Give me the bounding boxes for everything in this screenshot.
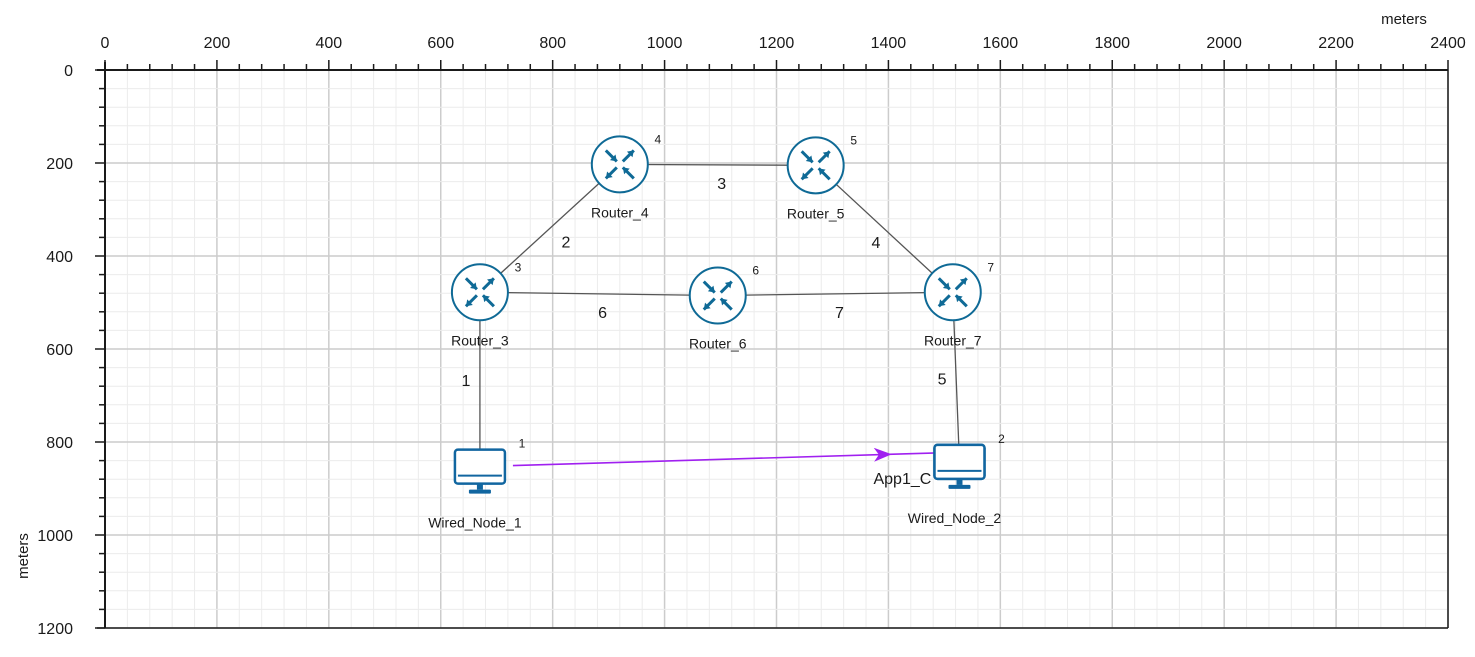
y-tick-label: 200 (46, 156, 73, 173)
computer-icon (933, 443, 986, 481)
node-id: 7 (987, 260, 994, 274)
app-flow-label: App1_C (873, 471, 931, 488)
x-tick-label: 1400 (871, 35, 907, 52)
y-axis-unit: meters (15, 533, 32, 579)
router-6[interactable]: Router_6 6 (688, 264, 759, 352)
router-arrowhead (609, 154, 617, 162)
wired-node-2-overlay (933, 443, 986, 481)
router-arrowhead (605, 171, 613, 179)
node-label: Router_6 (689, 336, 747, 352)
link-label: 7 (835, 305, 844, 322)
link-7[interactable] (717, 291, 953, 297)
node-label: Wired_Node_2 (908, 510, 1002, 526)
monitor-stand (476, 483, 483, 490)
x-tick-label: 1200 (759, 35, 795, 52)
node-id: 1 (519, 437, 526, 451)
router-arrowhead (703, 302, 711, 310)
monitor-foot (468, 489, 491, 494)
node-id: 3 (515, 260, 522, 274)
router-arrowhead (818, 168, 826, 176)
router-icon (923, 263, 982, 322)
router-5[interactable]: Router_5 5 (786, 133, 857, 221)
node-id: 5 (850, 133, 857, 147)
x-axis-unit: meters (1381, 11, 1427, 28)
router-arrowhead (465, 299, 473, 307)
router-icon (590, 135, 649, 194)
router-arrowhead (959, 278, 967, 286)
app-flow-line[interactable] (512, 452, 937, 467)
link-label: 3 (717, 176, 726, 193)
link-label: 6 (598, 305, 607, 322)
node-label: Router_5 (787, 205, 845, 221)
router-arrowhead (805, 155, 813, 163)
y-tick-label: 0 (64, 63, 73, 80)
x-tick-label: 0 (101, 35, 110, 52)
router-icon (450, 263, 509, 322)
router-arrowhead (801, 172, 809, 180)
router-3[interactable]: Router_3 3 (450, 260, 522, 348)
x-tick-label: 2000 (1206, 35, 1242, 52)
y-tick-label: 800 (46, 435, 73, 452)
router-arrowhead (622, 167, 630, 175)
link-4[interactable] (815, 164, 954, 293)
x-tick-label: 1600 (983, 35, 1019, 52)
router-arrowhead (938, 299, 946, 307)
computer-icon (453, 448, 507, 485)
monitor-stand (956, 478, 963, 485)
link-label: 1 (461, 373, 470, 390)
link-2[interactable] (479, 163, 621, 293)
grid (104, 69, 1449, 629)
router-icon (688, 266, 747, 325)
x-tick-label: 600 (427, 35, 454, 52)
router-arrowhead (707, 285, 715, 293)
y-tick-label: 400 (46, 249, 73, 266)
node-label: Router_3 (451, 332, 509, 348)
link-label: 4 (872, 235, 881, 252)
wired-node-1[interactable]: Wired_Node_1 1 (428, 437, 525, 531)
application-flows: App1_C (512, 447, 937, 488)
x-tick-label: 2200 (1318, 35, 1354, 52)
axis-ticks (95, 60, 1449, 629)
router-7[interactable]: Router_7 7 (923, 260, 994, 348)
router-arrowhead (626, 150, 634, 158)
node-label: Wired_Node_1 (428, 515, 522, 531)
monitor-foot (948, 484, 971, 489)
x-tick-label: 2400 (1430, 35, 1466, 52)
y-tick-label: 600 (46, 342, 73, 359)
x-tick-label: 400 (315, 35, 342, 52)
router-arrowhead (487, 278, 494, 286)
router-arrowhead (470, 282, 477, 290)
x-tick-label: 1000 (647, 35, 683, 52)
router-arrowhead (724, 281, 732, 289)
plot-frame (97, 62, 1449, 629)
link-3[interactable] (619, 163, 816, 166)
router-arrowhead (720, 298, 728, 306)
router-arrowhead (942, 282, 950, 290)
router-4[interactable]: Router_4 4 (590, 132, 661, 220)
x-tick-label: 200 (204, 35, 231, 52)
node-label: Router_4 (591, 204, 649, 220)
y-tick-label: 1200 (37, 621, 73, 638)
node-id: 6 (752, 264, 759, 278)
link-6[interactable] (479, 291, 718, 297)
node-label: Router_7 (924, 332, 982, 348)
node-id: 2 (998, 432, 1005, 446)
x-tick-label: 800 (539, 35, 566, 52)
node-id: 4 (654, 132, 661, 146)
y-tick-label: 1000 (37, 528, 73, 545)
router-arrowhead (482, 295, 490, 303)
link-label: 5 (938, 371, 947, 388)
router-arrowhead (822, 151, 830, 159)
links: 1 2 3 4 5 6 7 (461, 163, 961, 468)
router-arrowhead (955, 295, 963, 303)
router-icon (786, 136, 845, 195)
x-tick-label: 1800 (1094, 35, 1130, 52)
link-label: 2 (562, 235, 571, 252)
